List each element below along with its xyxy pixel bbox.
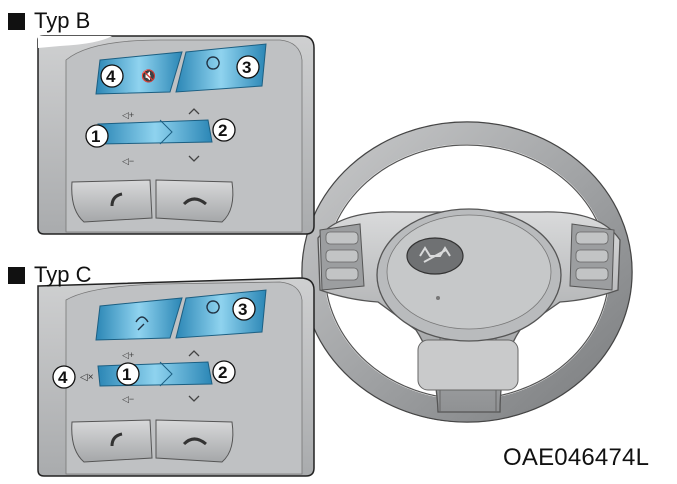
mode-icon	[206, 56, 220, 70]
call-answer-icon	[110, 192, 123, 207]
svg-text:3: 3	[242, 58, 251, 77]
call-answer-icon-c	[110, 432, 123, 447]
call-end-button[interactable]	[155, 179, 234, 223]
volume-down-icon: ◁−	[122, 156, 134, 166]
volume-down-icon-c: ◁−	[122, 394, 134, 404]
callout-c-3: 3	[232, 297, 256, 321]
panel-typ-c: ◁+ ◁− ◁× 3 4 1 2	[37, 277, 315, 477]
panel-typ-b: 🔇 ◁+ ◁− 4 3 1 2	[37, 35, 315, 235]
callout-c-4: 4	[52, 365, 76, 389]
panel-title-typ-c: Typ C	[34, 262, 92, 287]
svg-text:3: 3	[238, 300, 247, 319]
wheel-left-switch-cluster	[319, 223, 365, 291]
figure-code: OAE046474L	[503, 444, 650, 471]
wheel-right-switch-cluster	[569, 223, 615, 291]
volume-up-icon-c: ◁+	[122, 350, 134, 360]
callout-2: 2	[212, 118, 236, 142]
callout-4: 4	[100, 64, 124, 88]
mode-icon-c	[206, 300, 220, 314]
chevron-down-icon-c	[188, 395, 200, 402]
title-bullet-c	[8, 267, 25, 284]
mute-icon: 🔇	[141, 69, 156, 83]
call-end-icon-c	[182, 437, 207, 446]
volume-rocker-c[interactable]	[97, 361, 213, 387]
title-bullet-b	[8, 13, 25, 30]
chevron-down-icon	[188, 155, 200, 162]
callout-3: 3	[236, 55, 260, 79]
call-end-button-c[interactable]	[155, 419, 234, 463]
callout-c-2: 2	[212, 360, 236, 384]
svg-text:1: 1	[122, 365, 131, 384]
volume-up-icon: ◁+	[122, 110, 134, 120]
chevron-up-icon	[188, 108, 200, 115]
panel-title-typ-b: Typ B	[34, 8, 91, 33]
mode-button[interactable]	[175, 43, 267, 93]
svg-text:4: 4	[106, 67, 116, 86]
svg-text:1: 1	[91, 127, 100, 146]
callout-1: 1	[85, 124, 109, 148]
volume-rocker[interactable]	[97, 119, 213, 145]
svg-text:2: 2	[218, 121, 227, 140]
voice-recognition-icon	[135, 316, 149, 331]
callout-c-1: 1	[116, 362, 140, 386]
svg-text:2: 2	[218, 363, 227, 382]
call-end-icon	[182, 197, 207, 206]
wheel-hub	[317, 208, 621, 413]
mute-icon-c: ◁×	[80, 372, 94, 383]
svg-text:4: 4	[58, 368, 68, 387]
chevron-up-icon-c	[188, 350, 200, 357]
